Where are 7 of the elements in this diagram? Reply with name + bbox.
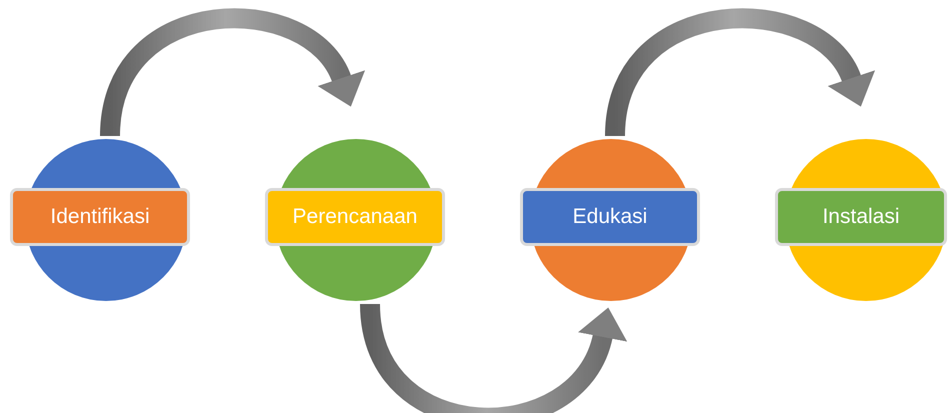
label-bar: Instalasi: [775, 188, 947, 246]
curved-arrow: [605, 8, 874, 138]
label-bar: Edukasi: [520, 188, 700, 246]
label-bar: Perencanaan: [265, 188, 445, 246]
curved-arrow: [360, 302, 626, 413]
curved-arrow: [100, 8, 364, 138]
label-bar: Identifikasi: [10, 188, 190, 246]
